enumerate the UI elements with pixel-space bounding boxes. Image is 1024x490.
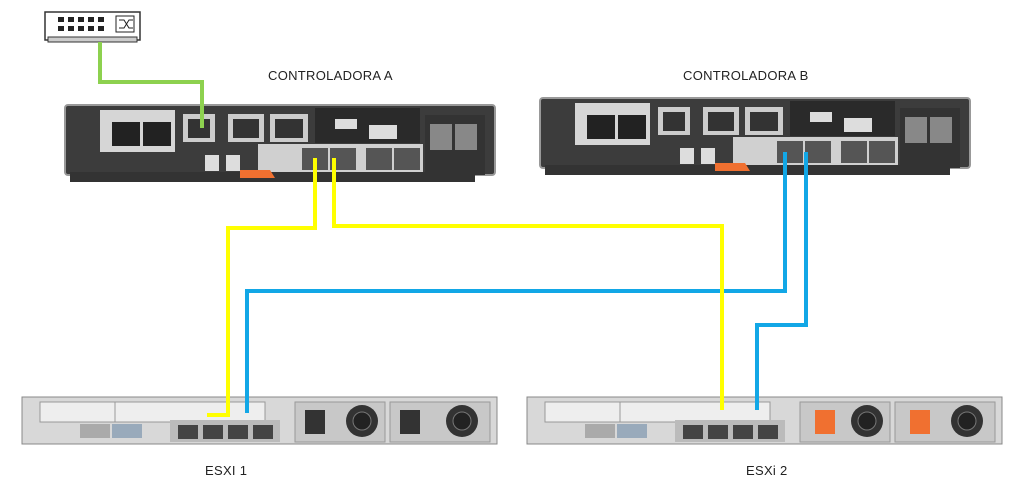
cable-b-0d-to-esxi-2 (755, 152, 808, 410)
cable-b-0c-to-esxi-1 (245, 152, 787, 413)
cable-a-0d-to-esxi-2 (332, 158, 724, 410)
network-switch-icon (115, 15, 135, 33)
esxi-2-label: ESXi 2 (746, 463, 788, 478)
cable-a-0c-to-esxi-1 (207, 158, 317, 417)
esxi-2-server (526, 396, 1003, 445)
esxi-1-server (21, 396, 498, 445)
controller-b-label: CONTROLADORA B (683, 68, 809, 83)
controller-a-label: CONTROLADORA A (268, 68, 393, 83)
esxi-1-label: ESXI 1 (205, 463, 248, 478)
management-cable (98, 42, 204, 128)
controller-b (539, 97, 971, 175)
network-switch (44, 11, 141, 43)
controller-a (64, 104, 496, 182)
